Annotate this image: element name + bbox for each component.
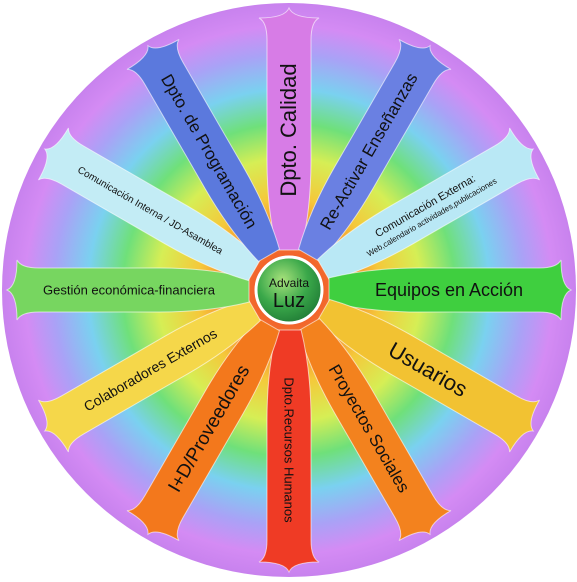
petal-label: Dpto. Calidad [276,63,301,196]
petal-label: Dpto.Recursos Humanos [282,377,297,523]
petal-label: Equipos en Acción [375,280,523,300]
hub-line1: Advaita [269,276,309,290]
petal-label: Gestión económica-financiera [43,282,216,297]
center-hub: Advaita Luz [256,257,322,323]
hub-line2: Luz [273,290,305,312]
